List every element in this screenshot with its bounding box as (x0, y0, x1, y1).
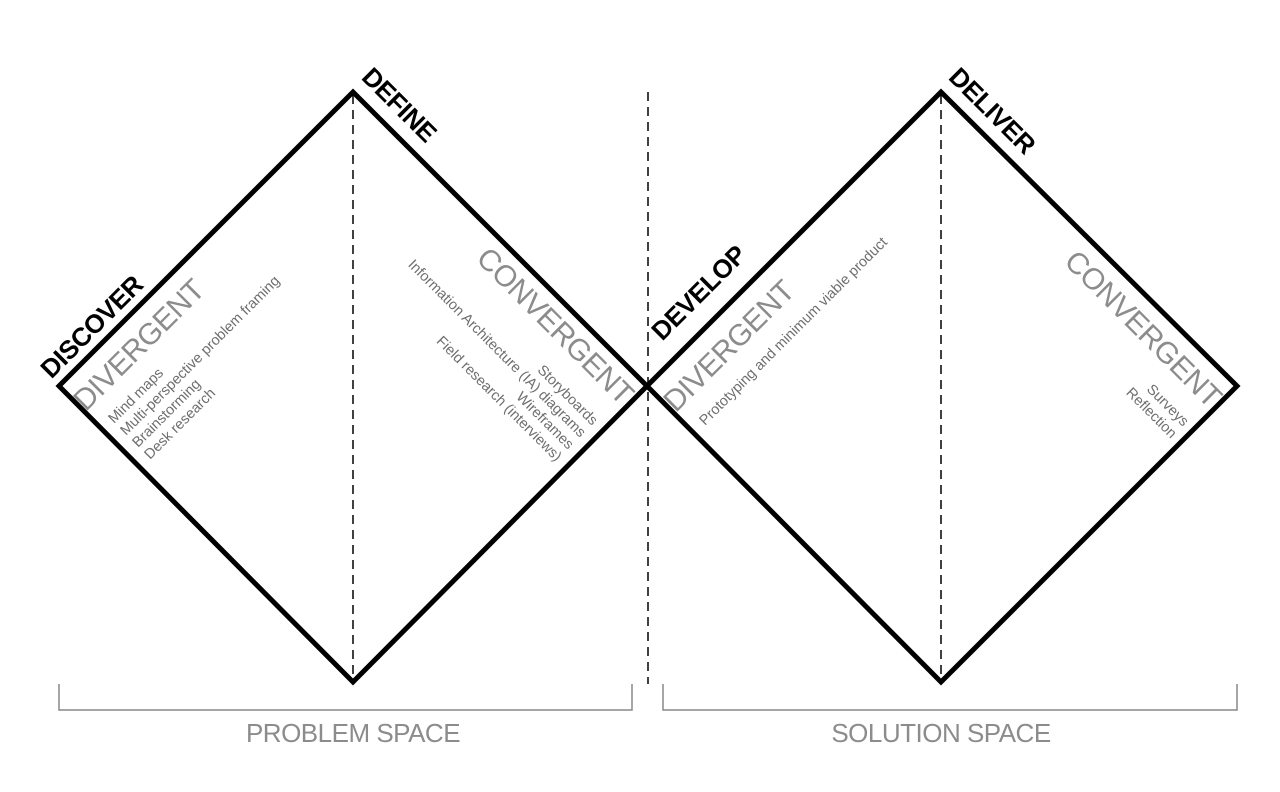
bracket-problem-space (58, 684, 633, 711)
problem-space-label: PROBLEM SPACE (246, 718, 460, 748)
solution-space-label: SOLUTION SPACE (831, 718, 1051, 748)
diamond-solution (643, 88, 1241, 686)
bracket-solution-space (662, 684, 1238, 711)
diamond-problem (55, 88, 651, 686)
mode-label-convergent-solution: CONVERGENT (1058, 245, 1228, 415)
